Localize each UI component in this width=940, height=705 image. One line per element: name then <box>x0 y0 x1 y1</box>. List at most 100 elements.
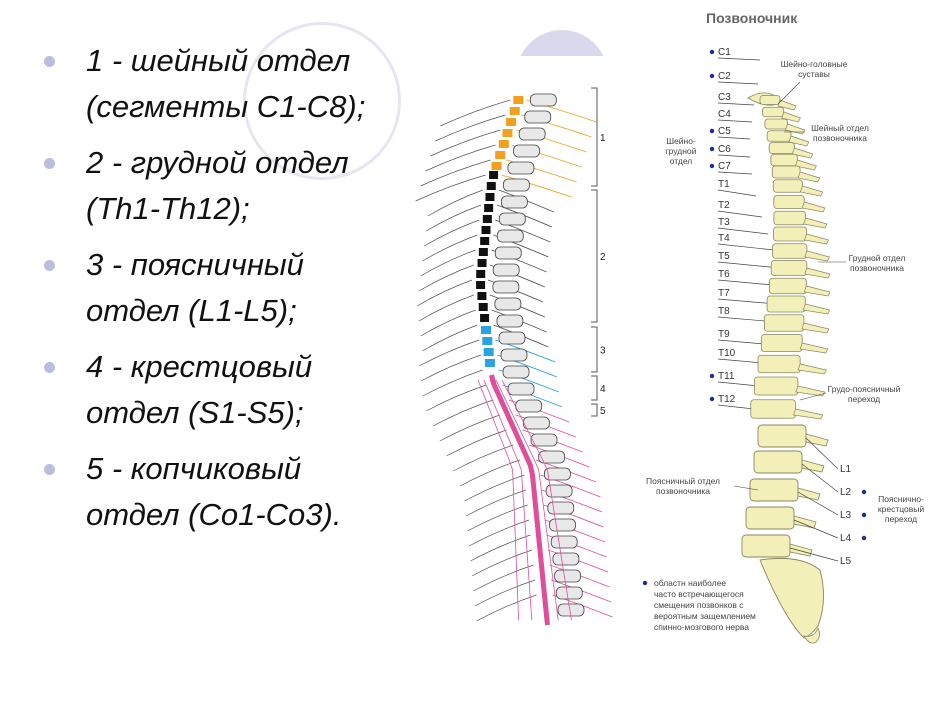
vertebra-body <box>770 260 808 276</box>
vertebra-label: C4 <box>718 109 731 120</box>
annotation-thoracolumbar: Грудо-поясничный <box>828 384 901 394</box>
legend-text: смещения позвонков с <box>654 600 744 610</box>
cord-segment <box>478 248 488 256</box>
spinous-process <box>802 303 831 315</box>
list-item-line: (сегменты С1-С8); <box>86 89 366 124</box>
sacral-nerve <box>489 379 546 621</box>
annotation-cervicothoracic: Шейно- <box>666 136 696 146</box>
list-item: 4 - крестцовый отдел (S1-S5); <box>42 344 442 436</box>
rib-line <box>420 159 491 187</box>
rib-line <box>474 579 536 607</box>
vertebra-body <box>513 144 540 158</box>
vertebra-body <box>538 450 566 464</box>
cord-segment <box>513 96 524 104</box>
vertebra-body <box>552 552 580 566</box>
rib-line <box>420 309 476 337</box>
vertebra-leader-line <box>717 154 751 158</box>
annotation-cervical: позвоночника <box>813 133 867 143</box>
spinous-process <box>797 171 821 183</box>
vertebra-label: T1 <box>718 179 730 190</box>
lumbar-spinous-process <box>793 515 817 529</box>
segment-bracket <box>591 326 598 373</box>
vertebra-body <box>766 130 792 142</box>
vertebra-body <box>547 501 575 515</box>
vertebra-body <box>498 331 526 345</box>
vertebra-label: T5 <box>718 251 730 262</box>
annotation-lumbar: Поясничный отдел <box>646 476 720 486</box>
list-item: 5 - копчиковый отдел (Со1-Со3). <box>42 446 442 538</box>
vertebra-body <box>500 348 528 362</box>
segment-number: 4 <box>600 384 606 395</box>
annotation-leader-line <box>777 81 801 105</box>
cord-segment <box>481 326 491 334</box>
vertebra-label: L2 <box>840 487 852 498</box>
spine-sections-list: 1 - шейный отдел (сегменты С1-С8); 2 - г… <box>42 38 442 548</box>
vertebra-body <box>515 399 543 413</box>
displacement-dot-icon <box>709 73 715 79</box>
vertebra-body <box>502 178 530 192</box>
rib-line <box>422 324 478 352</box>
sacral-nerve <box>495 379 559 621</box>
displacement-dot-icon <box>709 128 715 134</box>
vertebra-body <box>507 382 535 396</box>
vertebra-body <box>496 314 524 328</box>
vertebra-body <box>773 195 805 209</box>
rib-line <box>420 249 476 277</box>
segment-bracket <box>591 403 598 417</box>
displacement-dot-icon <box>709 373 715 379</box>
rib-line <box>415 174 486 202</box>
rib-line <box>418 294 474 322</box>
rib-line <box>459 459 521 487</box>
vertebra-label: T3 <box>718 217 730 228</box>
vertebra-body <box>772 243 808 259</box>
spinous-process <box>804 250 831 262</box>
rib-line <box>416 279 473 307</box>
rib-line <box>453 444 514 472</box>
rib-line <box>427 189 483 217</box>
vertebra-leader-line <box>717 57 761 61</box>
vertebra-leader-line <box>717 136 751 140</box>
spinous-process <box>781 111 801 123</box>
rib-line <box>468 519 530 547</box>
vertebra-label: T6 <box>718 269 730 280</box>
vertebra-leader-line <box>789 547 839 562</box>
rib-line <box>424 219 480 247</box>
displacement-dot-icon <box>709 163 715 169</box>
cord-segment <box>483 348 494 356</box>
bullet-icon <box>44 158 55 169</box>
vertebra-label: C2 <box>718 71 731 82</box>
lumbar-spinous-process <box>801 459 825 473</box>
sacrum-shape <box>759 557 824 639</box>
vertebra-body <box>507 161 535 175</box>
vertebra-body <box>768 277 807 295</box>
vertebra-leader-line <box>717 102 755 106</box>
rib-line <box>422 234 478 262</box>
rib-line <box>465 489 527 517</box>
nerve-root <box>501 174 572 198</box>
vertebra-body <box>754 376 799 396</box>
segment-number: 2 <box>600 252 606 263</box>
rib-line <box>440 99 511 127</box>
segment-bracket <box>591 375 598 401</box>
vertebra-leader-line <box>801 463 839 493</box>
bullet-icon <box>44 260 55 271</box>
rib-line <box>471 549 533 577</box>
vertebra-label: T2 <box>718 200 730 211</box>
vertebra-body <box>750 399 796 419</box>
spinous-process <box>785 123 806 135</box>
annotation-lumbar: позвоночника <box>656 486 710 496</box>
spinous-process <box>803 217 828 229</box>
cord-segment <box>491 162 502 170</box>
bullet-icon <box>44 56 55 67</box>
list-item-line: 2 - грудной отдел <box>86 145 349 180</box>
segment-number: 1 <box>600 133 606 144</box>
segment-number: 3 <box>600 346 606 357</box>
vertebra-body <box>529 93 557 107</box>
diagram-title: Позвоночник <box>706 10 798 26</box>
vertebra-body <box>530 433 558 447</box>
rib-line <box>419 339 480 367</box>
sacral-nerve <box>483 379 533 621</box>
lumbar-vertebra-body <box>745 506 795 530</box>
cord-segment <box>477 292 487 300</box>
